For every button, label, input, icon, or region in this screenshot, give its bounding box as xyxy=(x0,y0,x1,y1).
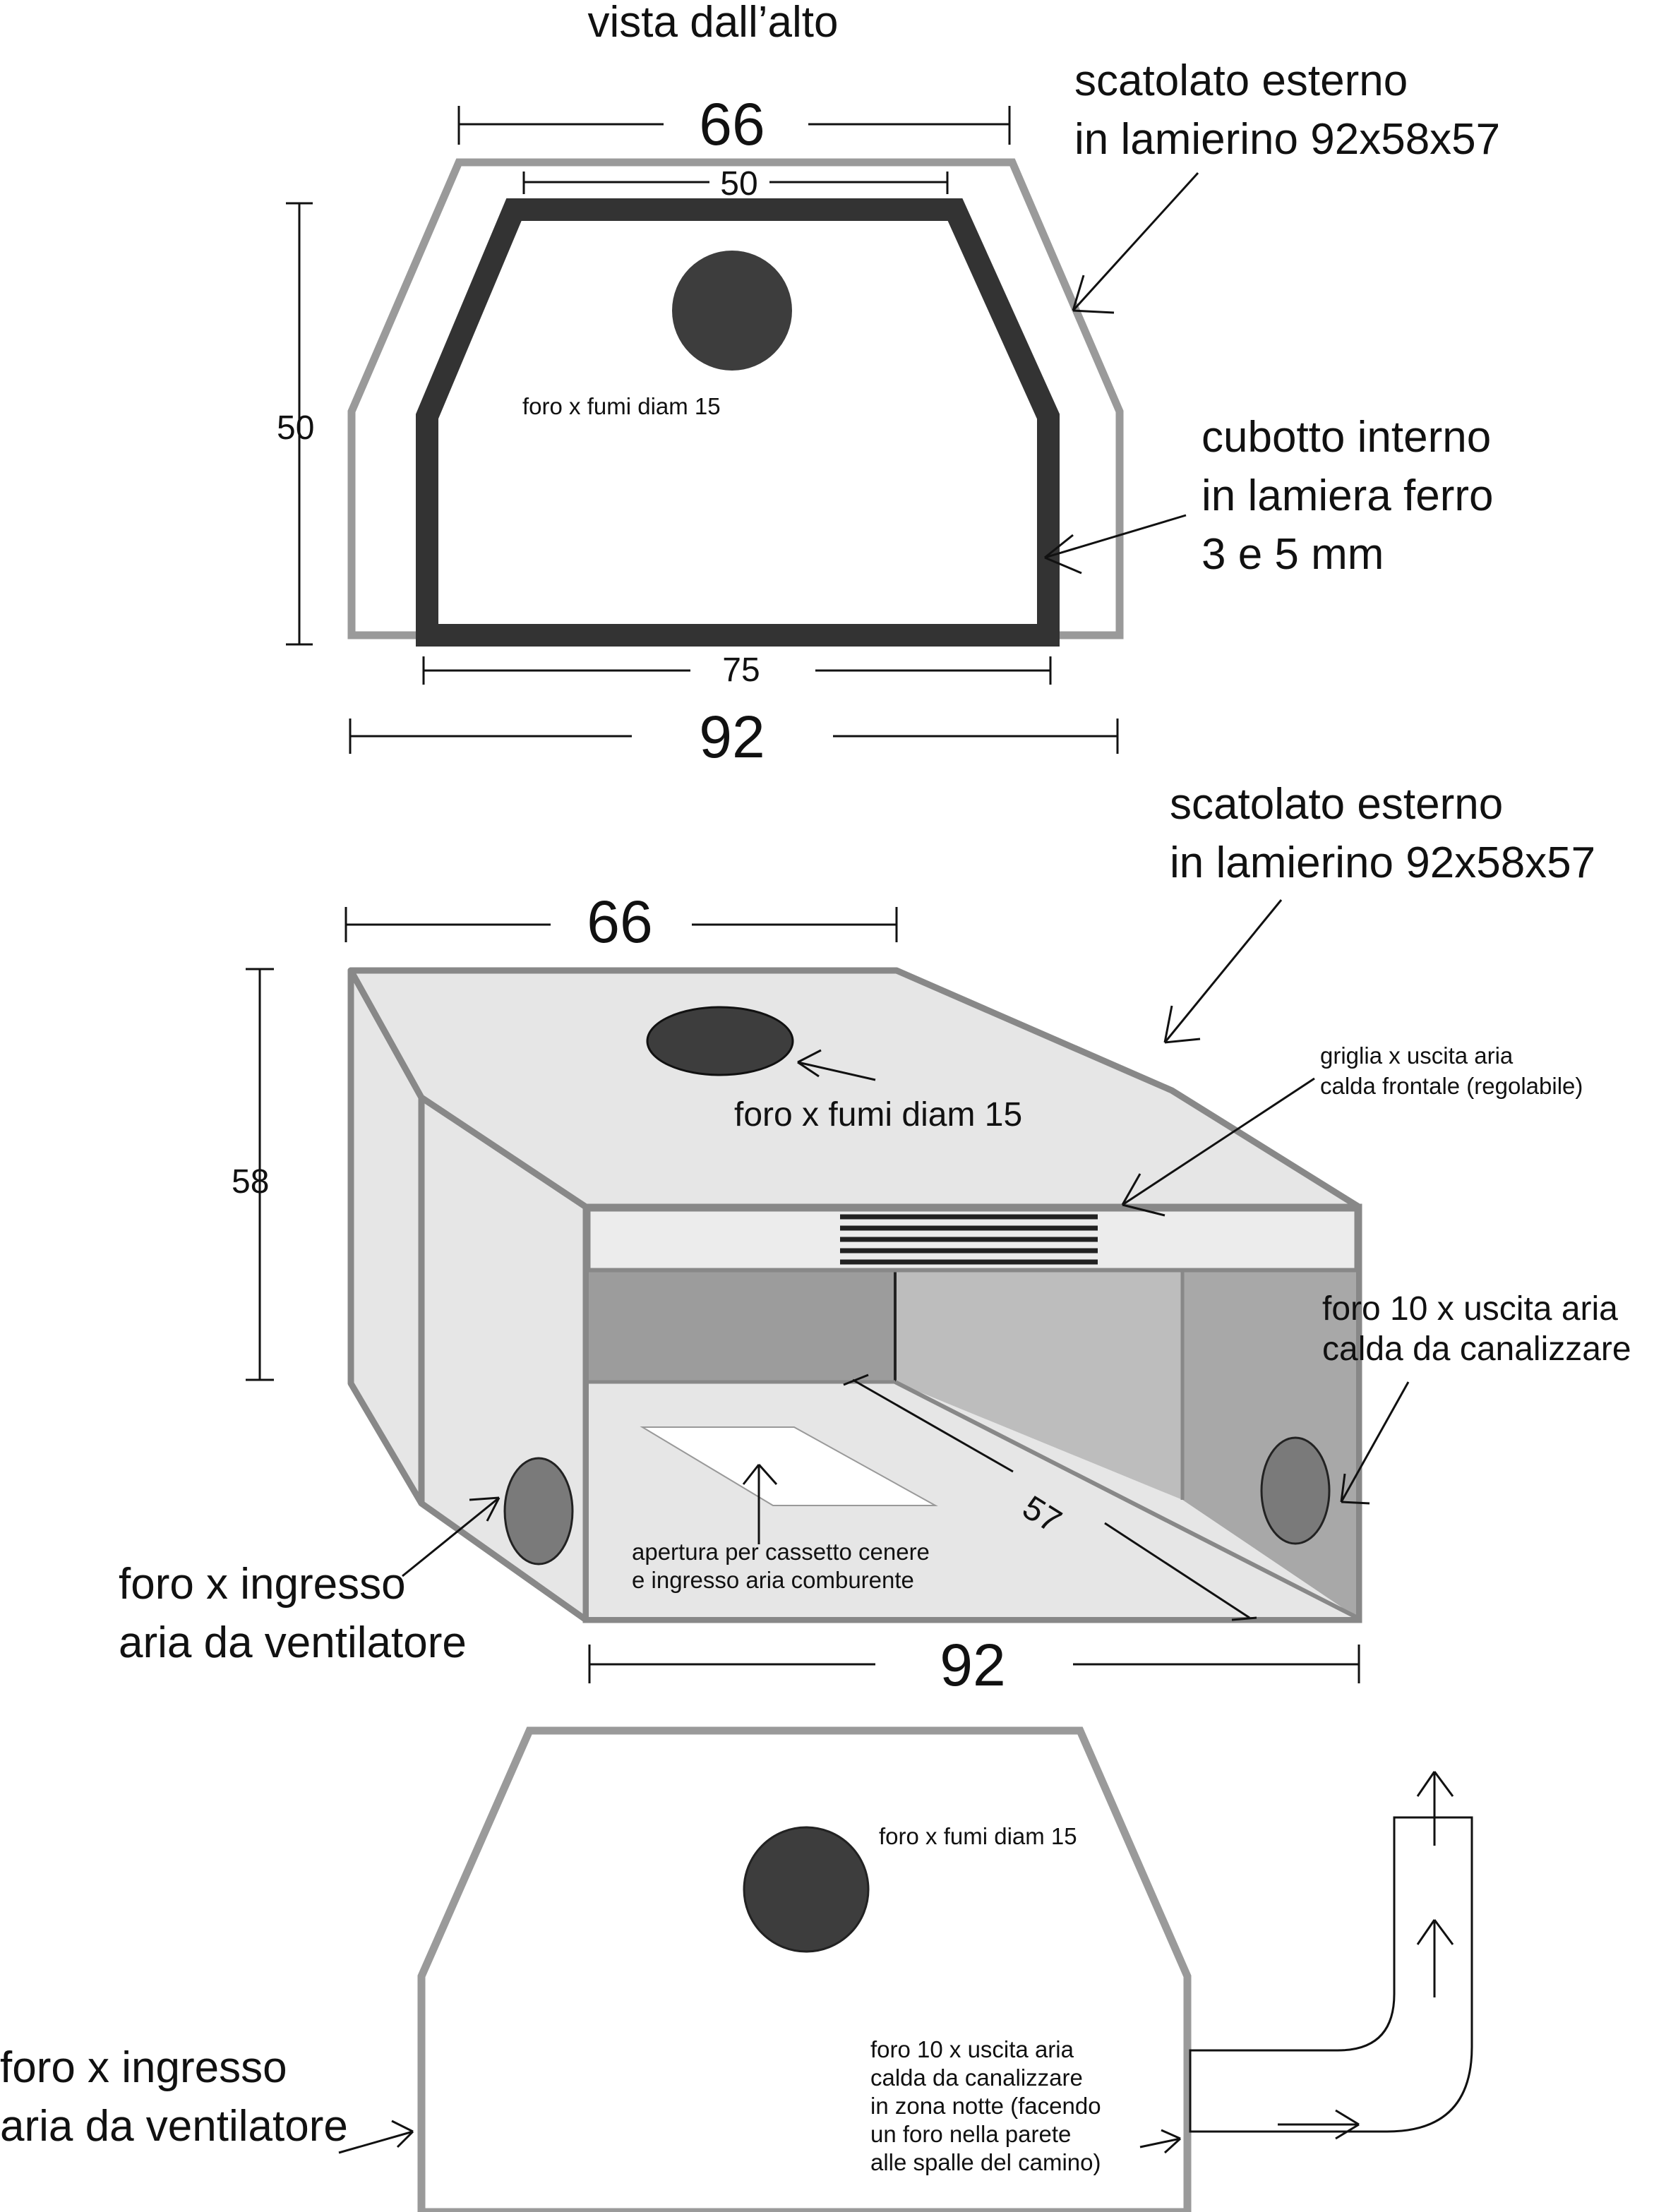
perspective-view: scatolato esterno in lamierino 92x58x57 xyxy=(119,780,1631,1698)
dimension-top-outer: 66 xyxy=(457,91,1011,157)
grille-pointer xyxy=(1121,1077,1315,1217)
side-hole-label-line1: foro 10 x uscita aria xyxy=(1322,1290,1618,1328)
persp-outer-pointer xyxy=(1163,899,1283,1044)
dimension-bottom-outer-value: 92 xyxy=(699,704,765,770)
persp-fan-label-line1: foro x ingresso xyxy=(119,1560,406,1609)
ash-drawer-label-line1: apertura per cassetto cenere xyxy=(632,1539,930,1565)
persp-fan-label-line2: aria da ventilatore xyxy=(119,1618,467,1667)
grille-label-line1: griglia x uscita aria xyxy=(1320,1042,1514,1069)
persp-flue-pointer xyxy=(797,1049,876,1081)
dimension-bottom-inner: 75 xyxy=(422,651,1052,689)
persp-dimension-width: 92 xyxy=(588,1632,1360,1698)
bottom-duct-label-line4: un foro nella parete xyxy=(870,2121,1071,2147)
top-view: vista dall’alto foro x fumi diam 15 66 5… xyxy=(277,0,1500,770)
inner-box-label-line1: cubotto interno xyxy=(1201,413,1491,462)
dimension-top-inner: 50 xyxy=(522,165,949,203)
grille-label-line2: calda frontale (regolabile) xyxy=(1320,1073,1583,1099)
firebox-back-wall xyxy=(589,1270,895,1382)
persp-fan-pointer xyxy=(402,1496,501,1577)
bottom-flue-hole xyxy=(743,1826,870,1953)
inner-box-pointer xyxy=(1044,514,1187,575)
bottom-fan-label-line2: aria da ventilatore xyxy=(0,2102,348,2151)
persp-fan-inlet-hole xyxy=(503,1457,574,1565)
dimension-bottom-outer: 92 xyxy=(349,704,1119,770)
dimension-top-inner-value: 50 xyxy=(720,165,757,203)
dimension-left-height: 50 xyxy=(277,202,314,646)
persp-dimension-height: 58 xyxy=(232,968,274,1381)
flue-hole xyxy=(672,251,792,371)
inner-box-label-line2: in lamiera ferro xyxy=(1201,471,1493,520)
side-hole-label-line2: calda da canalizzare xyxy=(1322,1330,1631,1368)
bottom-duct-pointer xyxy=(1139,2129,1182,2154)
ash-drawer-opening xyxy=(640,1426,938,1506)
duct-flow-arrows xyxy=(1278,1771,1454,2140)
persp-outer-label-line2: in lamierino 92x58x57 xyxy=(1170,838,1595,887)
bottom-fan-label-line1: foro x ingresso xyxy=(0,2043,287,2092)
dimension-top-outer-value: 66 xyxy=(699,91,765,157)
inner-box-label-line3: 3 e 5 mm xyxy=(1201,530,1384,579)
outer-shell-label-line1: scatolato esterno xyxy=(1074,56,1408,105)
bottom-duct-label-line5: alle spalle del camino) xyxy=(870,2149,1101,2175)
outer-shell-pointer xyxy=(1072,172,1199,314)
inner-box-outline xyxy=(416,198,1060,647)
flue-hole-label: foro x fumi diam 15 xyxy=(522,393,721,419)
duct xyxy=(1189,1816,1473,2133)
front-grille xyxy=(840,1213,1098,1268)
outer-shell-label-line2: in lamierino 92x58x57 xyxy=(1074,115,1500,164)
persp-flue-label: foro x fumi diam 15 xyxy=(734,1096,1022,1134)
ash-drawer-label-line2: e ingresso aria comburente xyxy=(632,1567,914,1593)
bottom-view: foro x fumi diam 15 foro 10 x uscita ari… xyxy=(0,1726,1473,2212)
persp-dimension-width-value: 92 xyxy=(940,1632,1005,1698)
firebox-right-inner-wall xyxy=(895,1270,1182,1500)
dimension-bottom-inner-value: 75 xyxy=(722,651,760,689)
dimension-left-height-value: 50 xyxy=(277,409,314,447)
persp-dimension-height-value: 58 xyxy=(232,1163,269,1201)
bottom-flue-label: foro x fumi diam 15 xyxy=(879,1823,1077,1849)
persp-duct-hole xyxy=(1260,1436,1331,1545)
bottom-fan-pointer xyxy=(338,2120,414,2154)
persp-dimension-top-value: 66 xyxy=(587,889,652,955)
bottom-duct-label-line3: in zona notte (facendo xyxy=(870,2093,1101,2119)
bottom-duct-label-line2: calda da canalizzare xyxy=(870,2064,1083,2091)
ash-drawer-pointer xyxy=(742,1464,778,1544)
outer-shell-outline xyxy=(347,158,1124,639)
bottom-duct-label-line1: foro 10 x uscita aria xyxy=(870,2036,1074,2062)
bottom-shell-outline xyxy=(417,1726,1192,2212)
top-view-title: vista dall’alto xyxy=(588,0,839,47)
side-hole-pointer xyxy=(1340,1381,1410,1505)
persp-outer-label-line1: scatolato esterno xyxy=(1170,780,1503,829)
persp-dimension-top: 66 xyxy=(344,889,898,955)
persp-flue-hole xyxy=(646,1006,794,1076)
